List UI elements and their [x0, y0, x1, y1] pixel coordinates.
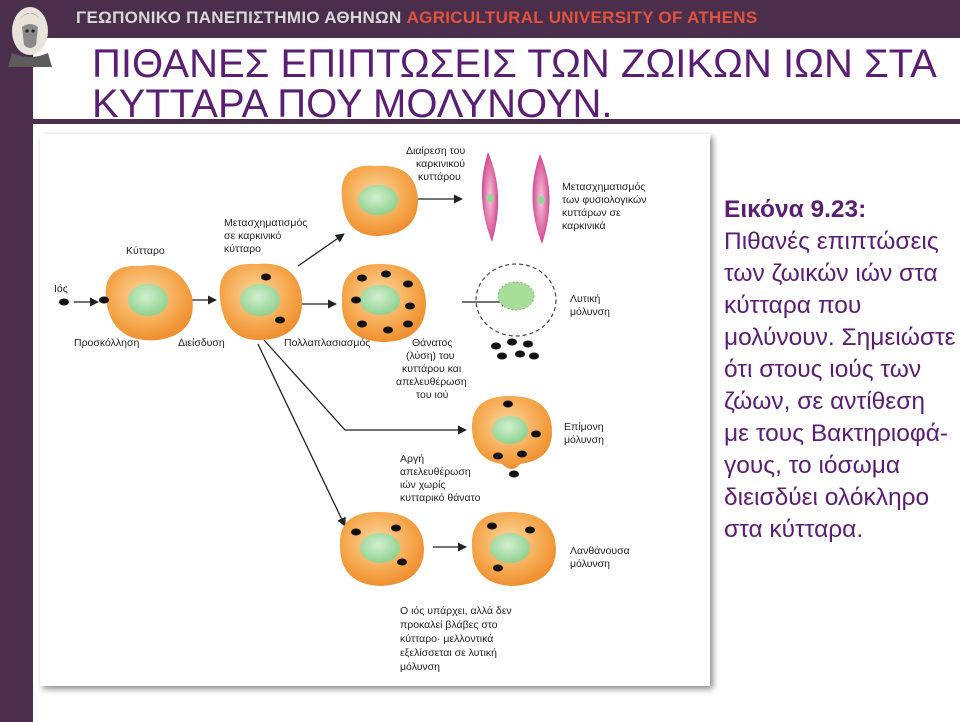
university-name-english: AGRICULTURAL UNIVERSITY OF ATHENS — [406, 8, 758, 27]
label-latent-description: μόλυνση — [400, 661, 440, 673]
label-latent-description: Ο ιός υπάρχει, αλλά δεν — [400, 605, 512, 617]
label-multiplication: Πολλαπλασιασμός — [284, 337, 370, 349]
label-cell: Κύτταρο — [126, 245, 165, 257]
infected-cell — [219, 263, 303, 341]
header-bar — [0, 0, 960, 38]
lysed-cell — [475, 263, 557, 360]
label-normal-transformation: κυττάρων σε — [562, 207, 621, 219]
label-division: κυττάρου — [418, 171, 461, 183]
label-cell-death: απελευθέρωση — [396, 376, 467, 388]
label-slow-release: Αργή — [400, 453, 424, 465]
figure-caption: Εικόνα 9.23: Πιθανές επιπτώσεις των ζωικ… — [724, 194, 956, 546]
left-frame-bar — [0, 0, 33, 722]
figure-panel: Ιός Κύτταρο Προσκόλληση Διείσδυση Μετασχ… — [40, 134, 710, 686]
label-virus: Ιός — [54, 283, 68, 295]
label-slow-release: απελευθέρωση — [400, 466, 471, 478]
label-persistent-infection: μόλυνση — [564, 434, 604, 446]
virus-infection-diagram: Ιός Κύτταρο Προσκόλληση Διείσδυση Μετασχ… — [54, 145, 646, 673]
label-cell-death: (λύση) του — [406, 350, 455, 362]
persistent-infection-cell — [471, 396, 552, 478]
label-normal-transformation: των φυσιολογικών — [562, 194, 646, 206]
label-latent-description: εξελίσσεται σε λυτική — [400, 647, 497, 659]
label-attachment: Προσκόλληση — [74, 337, 139, 349]
label-lytic-infection: μόλυνση — [570, 306, 610, 318]
slide-title: ΠΙΘΑΝΕΣ ΕΠΙΠΤΩΣΕΙΣ ΤΩΝ ΖΩΙΚΩΝ ΙΩΝ ΣΤΑ ΚΥ… — [92, 42, 935, 126]
virus-particle — [59, 298, 69, 306]
cancer-cell — [341, 165, 418, 236]
label-persistent-infection: Επίμονη — [564, 421, 604, 433]
caption-heading: Εικόνα 9.23: — [724, 196, 867, 223]
label-division: Διαίρεση του — [406, 145, 465, 157]
label-normal-transformation: καρκινικά — [562, 220, 606, 232]
caption-body: Πιθανές επιπτώσεις των ζωικών ιών στα κύ… — [724, 228, 956, 543]
label-division: καρκινικού — [416, 158, 465, 170]
university-name-greek: ΓΕΩΠΟΝΙΚΟ ΠΑΝΕΠΙΣΤΗΜΙΟ ΑΘΗΝΩΝ — [76, 8, 402, 27]
label-latent-infection: Λανθάνουσα — [570, 545, 630, 557]
label-transformation: κύτταρο — [224, 243, 261, 255]
label-latent-infection: μόλυνση — [570, 558, 610, 570]
dividing-cancer-cells — [481, 152, 550, 244]
multiplying-cell — [341, 264, 426, 342]
university-logo-icon — [8, 7, 52, 67]
label-transformation: σε καρκινικό — [224, 230, 282, 242]
university-header: ΓΕΩΠΟΝΙΚΟ ΠΑΝΕΠΙΣΤΗΜΙΟ ΑΘΗΝΩΝ AGRICULTUR… — [76, 8, 757, 28]
label-slow-release: ιών χωρίς — [400, 479, 446, 491]
label-penetration: Διείσδυση — [178, 337, 225, 349]
label-latent-description: προκαλεί βλάβες στο — [400, 619, 498, 631]
label-cell-death: Θάνατος — [412, 337, 452, 349]
title-underline — [33, 119, 960, 124]
label-slow-release: κυτταρικό θάνατο — [400, 492, 481, 504]
label-transformation: Μετασχηματισμός — [224, 217, 307, 229]
latent-cell — [339, 512, 424, 586]
label-lytic-infection: Λυτική — [570, 293, 600, 305]
label-cell-death: κυττάρου και — [402, 363, 462, 375]
host-cell — [105, 265, 193, 341]
latent-cell — [471, 512, 556, 586]
label-latent-description: κύτταρο· μελλοντικά — [400, 633, 493, 645]
virus-particle — [99, 296, 109, 304]
label-cell-death: του ιού — [416, 389, 449, 401]
label-normal-transformation: Μετασχηματισμός — [562, 181, 645, 193]
